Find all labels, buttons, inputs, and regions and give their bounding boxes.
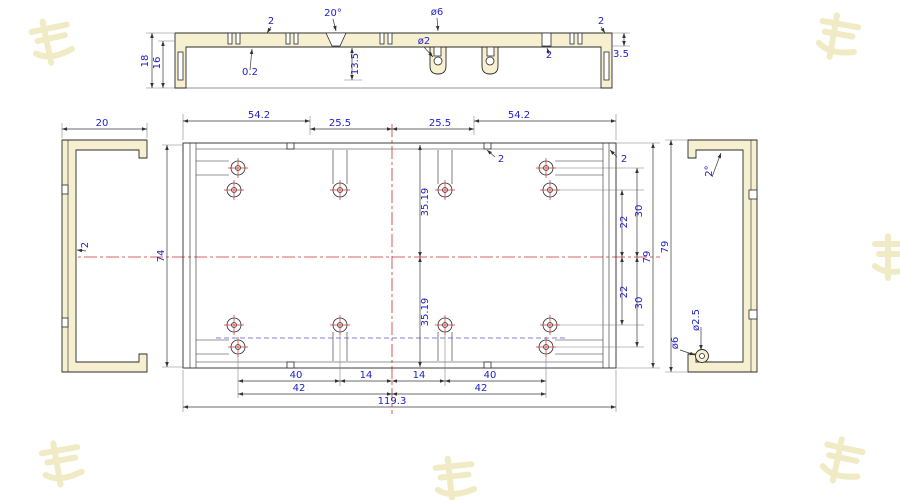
hole: [224, 315, 244, 335]
dim-79-profile: 79: [660, 241, 671, 254]
dim-25-5-left: 25.5: [329, 118, 351, 129]
section-dimensions: 18 16 2 20° ø6 ø2 2 2 3.5 0.2 13.5: [140, 7, 630, 89]
left-profile-view: 20 2: [61, 118, 148, 373]
hole: [228, 337, 248, 357]
screw-holes: [224, 158, 560, 357]
callout-2-wall: 2: [621, 154, 627, 165]
dim-35-19-top: 35.19: [420, 188, 431, 217]
watermark: [28, 18, 75, 66]
dim-2-wall: 2: [80, 242, 91, 248]
centerlines: [62, 124, 660, 414]
dim-14-right: 14: [413, 370, 426, 381]
dim-22-top: 22: [619, 216, 630, 229]
dim-13-5: 13.5: [350, 53, 361, 75]
hole: [228, 158, 248, 178]
dim-40-right: 40: [484, 370, 497, 381]
plan-outline: [182, 142, 617, 369]
watermark: [432, 455, 478, 500]
dim-22-bottom: 22: [619, 286, 630, 299]
dim-18: 18: [140, 55, 151, 68]
dim-14-left: 14: [360, 370, 373, 381]
dim-3-5: 3.5: [613, 49, 629, 60]
dim-dia2-5-profile: ø2.5: [691, 309, 702, 331]
dim-40-left: 40: [290, 370, 303, 381]
right-profile-dimensions: 2° 79 ø6 ø2.5: [660, 139, 722, 373]
dim-25-5-right: 25.5: [429, 118, 451, 129]
dim-74: 74: [156, 250, 167, 263]
dim-2-step: 2: [268, 16, 274, 27]
section-profile: [174, 32, 613, 89]
dim-2-rib: 2: [546, 50, 552, 61]
hole: [540, 180, 560, 200]
plan-view: 54.2 25.5 25.5 54.2 2 2 74 35.19 35.19: [156, 110, 660, 412]
dim-119-3: 119.3: [378, 396, 407, 407]
hole: [540, 315, 560, 335]
dim-79-plan: 79: [642, 251, 653, 264]
dim-0-2: 0.2: [242, 67, 258, 78]
screw-boss: [481, 46, 499, 75]
hole: [435, 315, 455, 335]
dim-30-bottom: 30: [634, 297, 645, 310]
boss-ribs: [196, 150, 603, 361]
hole: [224, 180, 244, 200]
dim-dia2: ø2: [418, 36, 430, 47]
plan-bottom-dimensions: 40 14 14 40 42 42 119.3: [182, 333, 617, 412]
section-view: 18 16 2 20° ø6 ø2 2 2 3.5 0.2 13.5: [140, 7, 630, 89]
watermark-group: [28, 12, 900, 500]
left-profile-dimensions: 20 2: [61, 118, 148, 253]
watermark: [872, 233, 900, 281]
plan-right-dimensions: 22 30 22 30 79: [553, 142, 660, 369]
dim-dia6: ø6: [431, 7, 443, 18]
hole: [330, 315, 350, 335]
dim-42-right: 42: [475, 383, 488, 394]
dim-54-2-right: 54.2: [508, 110, 530, 121]
v-notch: [325, 32, 347, 47]
left-profile-shape: [61, 139, 148, 373]
screw-boss: [695, 349, 709, 363]
dim-54-2-left: 54.2: [248, 110, 270, 121]
dim-16: 16: [152, 57, 163, 70]
dim-20deg: 20°: [324, 8, 342, 19]
dim-35-19-bottom: 35.19: [420, 298, 431, 327]
dim-2-edge: 2: [598, 16, 604, 27]
hole: [330, 180, 350, 200]
right-profile-view: 2° 79 ø6 ø2.5: [660, 139, 758, 373]
dim-20: 20: [96, 118, 109, 129]
watermark: [815, 12, 862, 60]
right-profile-shape: [687, 139, 758, 373]
dim-dia6-profile: ø6: [670, 337, 681, 349]
plan-middle-dimensions: 35.19 35.19: [418, 145, 431, 367]
dim-30-top: 30: [634, 205, 645, 218]
plan-left-dimension: 74: [156, 144, 183, 368]
screw-boss: [429, 46, 447, 75]
watermark: [38, 440, 85, 488]
watermark: [819, 436, 866, 484]
callout-2-notch: 2: [498, 154, 504, 165]
plan-top-dimensions: 54.2 25.5 25.5 54.2 2 2: [182, 110, 627, 165]
dim-2deg: 2°: [704, 165, 715, 176]
dim-42-left: 42: [293, 383, 306, 394]
hole: [435, 180, 455, 200]
